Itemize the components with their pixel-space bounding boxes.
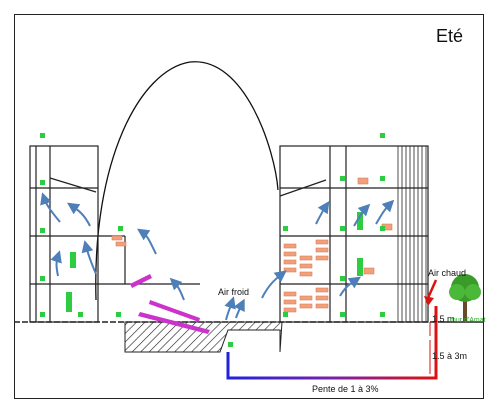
cold-air-label: Air froid: [218, 287, 250, 297]
tree-icon: [449, 274, 481, 322]
wall-label: mur d'Amat: [450, 317, 486, 324]
right-facade-louvers: [397, 146, 427, 322]
dome: [95, 61, 279, 301]
diagram-frame: [14, 14, 484, 399]
hot-air-arrow: [424, 279, 438, 306]
underground-duct: [226, 306, 438, 380]
season-title: Eté: [436, 26, 464, 46]
depth-upper-label: 1.5 m: [432, 314, 455, 324]
slope-label: Pente de 1 à 3%: [312, 384, 379, 394]
airflow-arrows: [40, 192, 395, 321]
hot-air-label: Air chaud: [428, 268, 467, 278]
left-building: [29, 145, 200, 323]
ramps: [130, 274, 210, 334]
earth-block: [124, 321, 283, 353]
right-building: [279, 145, 429, 323]
stairs: [111, 177, 393, 313]
depth-lower-label: 1.5 à 3m: [432, 351, 468, 361]
plants: [40, 133, 385, 347]
